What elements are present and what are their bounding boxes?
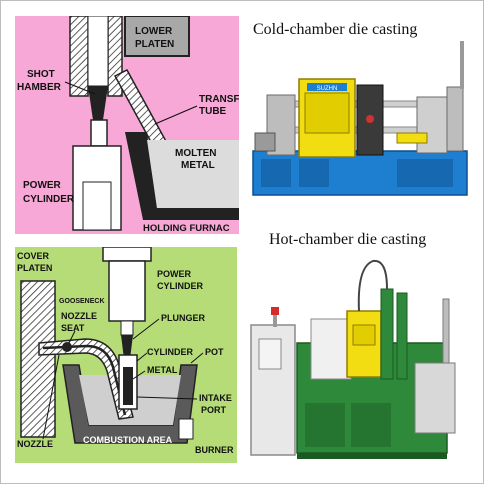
control-panel-screen bbox=[258, 338, 282, 370]
chimney bbox=[442, 298, 450, 364]
holding-furnace-wall bbox=[125, 132, 239, 220]
green-column-1 bbox=[380, 288, 394, 380]
intake-port-label-2: PORT bbox=[201, 405, 227, 415]
metal-label: METAL bbox=[147, 365, 178, 375]
warning-beacon bbox=[271, 307, 279, 315]
cover-platen-label-2: PLATEN bbox=[17, 263, 52, 273]
cold-chamber-diagram: LOWER PLATEN MOLTEN METAL POWER CYLINDER… bbox=[15, 16, 239, 234]
nozzle-seat-label-2: SEAT bbox=[61, 323, 85, 333]
vertical-rod bbox=[460, 41, 464, 89]
shot-chamber-label-1: SHOT bbox=[27, 69, 55, 80]
metal-in-chamber bbox=[88, 86, 108, 120]
transfer-tube-label-2: TUBE bbox=[199, 106, 227, 117]
machine-foot bbox=[297, 453, 447, 459]
power-cylinder-label-2: CYLINDER bbox=[23, 194, 75, 205]
holding-furnace-label: HOLDING FURNAC bbox=[143, 223, 230, 234]
base-panel-3 bbox=[397, 159, 453, 187]
ejector-guard bbox=[396, 132, 428, 144]
transfer-tube-leader bbox=[154, 105, 198, 125]
nozzle-seat bbox=[62, 342, 72, 352]
plunger-rod bbox=[90, 119, 108, 147]
power-cylinder-label-1: POWER bbox=[157, 269, 192, 279]
metal-leader bbox=[132, 370, 146, 380]
plunger-rod bbox=[120, 320, 134, 336]
lower-platen bbox=[124, 16, 190, 57]
combustion-area-label: COMBUSTION AREA bbox=[83, 435, 173, 445]
nozzle-seat-leader bbox=[68, 330, 76, 344]
plunger-label: PLUNGER bbox=[161, 313, 206, 323]
lower-platen-label-2: PLATEN bbox=[135, 39, 174, 50]
power-cylinder-label-1: POWER bbox=[23, 180, 62, 191]
injection-unit bbox=[254, 132, 276, 152]
hot-chamber-title: Hot-chamber die casting bbox=[269, 231, 427, 248]
gooseneck-channel bbox=[42, 344, 127, 416]
molten-metal-label-1: MOLTEN bbox=[175, 148, 216, 159]
clamp-cylinder bbox=[446, 86, 464, 152]
power-cylinder bbox=[108, 260, 146, 322]
cylinder-leader bbox=[136, 352, 148, 362]
nozzle-leader bbox=[42, 354, 60, 440]
brand-badge bbox=[307, 83, 347, 91]
power-cylinder-inner bbox=[82, 181, 112, 231]
green-column-2 bbox=[396, 292, 408, 380]
end-platen bbox=[416, 96, 448, 154]
pot-leader bbox=[190, 352, 204, 364]
intake-port-leader bbox=[136, 396, 198, 400]
guard-window bbox=[304, 92, 350, 134]
cover-platen bbox=[20, 280, 56, 438]
safety-guard-left bbox=[310, 318, 352, 380]
gooseneck-label: GOOSENECK bbox=[59, 298, 105, 305]
power-cylinder-label-2: CYLINDER bbox=[157, 281, 204, 291]
frame-panel-1 bbox=[305, 403, 345, 447]
frame-panel-2 bbox=[351, 403, 391, 447]
molten-metal-label-2: METAL bbox=[181, 160, 215, 171]
transfer-tube-label-1: TRANSF bbox=[199, 94, 239, 105]
hydraulic-hose bbox=[357, 259, 388, 312]
platen-red-cap bbox=[366, 115, 374, 123]
plunger-leader bbox=[132, 318, 160, 340]
injection-window bbox=[352, 324, 376, 346]
furnace-molten-metal bbox=[147, 140, 239, 208]
shot-chamber-bore bbox=[87, 16, 109, 87]
burner-label: BURNER bbox=[195, 445, 234, 455]
base-panel-2 bbox=[299, 159, 329, 187]
pot-label: POT bbox=[205, 347, 224, 357]
base-panel-1 bbox=[261, 159, 291, 187]
shot-chamber-label-2: HAMBER bbox=[17, 82, 62, 93]
nozzle-seat-label-1: NOZZLE bbox=[61, 311, 97, 321]
intake-port-label-1: INTAKE bbox=[199, 393, 232, 403]
burner bbox=[178, 418, 194, 440]
cylinder-label: CYLINDER bbox=[147, 347, 194, 357]
furnace-box bbox=[414, 362, 456, 434]
cold-chamber-machine-photo: SUZHN bbox=[247, 39, 473, 209]
cold-chamber-title: Cold-chamber die casting bbox=[253, 21, 418, 38]
cover-platen-label-1: COVER bbox=[17, 251, 50, 261]
hot-chamber-diagram: COVER PLATEN GOOSENECK NOZZLE SEAT bbox=[15, 247, 237, 463]
metal-in-cylinder bbox=[123, 367, 133, 405]
shot-chamber-wall-left bbox=[69, 16, 89, 97]
shot-chamber-leader bbox=[64, 81, 96, 95]
hot-chamber-machine-photo bbox=[247, 253, 473, 465]
lower-platen-label-1: LOWER bbox=[135, 26, 173, 37]
beacon-pole bbox=[273, 313, 277, 327]
brand-badge-text: SUZHN bbox=[317, 86, 338, 92]
nozzle-label: NOZZLE bbox=[17, 439, 53, 449]
power-cylinder-top bbox=[102, 247, 152, 262]
